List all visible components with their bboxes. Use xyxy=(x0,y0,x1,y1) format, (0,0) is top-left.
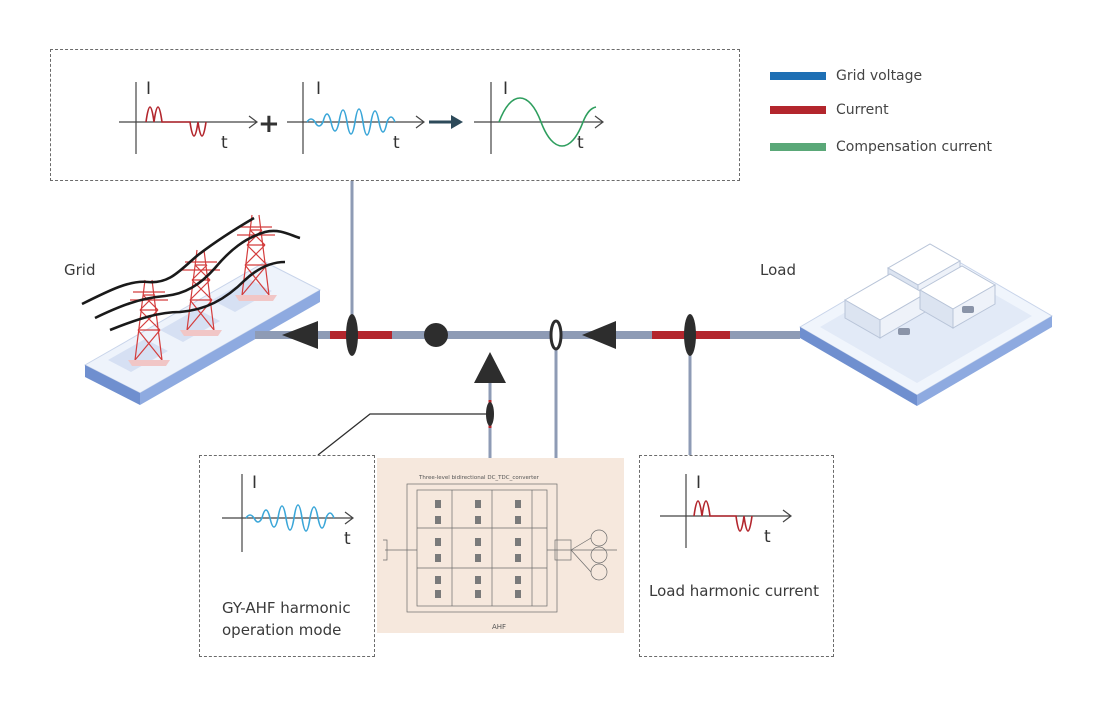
legend-swatch xyxy=(770,106,826,114)
ahf-caption-line2: operation mode xyxy=(222,621,342,639)
circuit-schematic-svg: Three-level bidirectional DC_TDC_convert… xyxy=(383,475,617,631)
legend-swatch xyxy=(770,143,826,151)
result-arrow-icon xyxy=(429,115,463,129)
injection-arrow-up-icon xyxy=(474,352,506,383)
axis-y-label: I xyxy=(146,79,151,99)
ahf-caption-line1: GY-AHF harmonic xyxy=(222,599,351,617)
load-caption: Load harmonic current xyxy=(649,582,819,600)
current-sensor-ring-icon xyxy=(549,319,563,351)
axis-y-label: I xyxy=(252,473,257,493)
grid-label: Grid xyxy=(64,261,96,279)
legend-label: Compensation current xyxy=(836,139,992,155)
legend-swatch xyxy=(770,72,826,80)
load-label: Load xyxy=(760,261,796,279)
legend-label: Grid voltage xyxy=(836,68,923,84)
bus-node-icon xyxy=(424,323,448,347)
axis-x-label: t xyxy=(344,529,351,549)
waveform-summary-panel: I t + I t I t xyxy=(50,49,740,181)
load-current-waveform xyxy=(693,500,753,532)
ahf-circuit-schematic: Three-level bidirectional DC_TDC_convert… xyxy=(377,458,624,633)
harmonic-waveform xyxy=(306,108,396,136)
legend-label: Current xyxy=(836,102,889,118)
axis-y-label: I xyxy=(316,79,321,99)
ahf-mode-panel: I t GY-AHF harmonic operation mode xyxy=(199,455,375,657)
plus-sign: + xyxy=(258,109,280,139)
axis-x-label: t xyxy=(393,133,400,153)
current-waveform xyxy=(145,106,207,137)
load-harmonic-panel: I t Load harmonic current xyxy=(639,455,834,657)
circuit-footer: AHF xyxy=(492,623,506,631)
compensated-sine-waveform xyxy=(498,97,597,147)
load-factory-platform xyxy=(799,243,1053,406)
ahf-waveform-svg: I t xyxy=(222,473,354,552)
current-sensor-icon xyxy=(346,314,358,356)
transmission-tower-icon xyxy=(128,214,277,366)
circuit-title: Three-level bidirectional DC_TDC_convert… xyxy=(418,475,540,481)
axis-x-label: t xyxy=(764,527,771,547)
connector-lines xyxy=(350,181,692,458)
flow-arrow-left-icon xyxy=(282,321,318,349)
leader-line xyxy=(317,413,490,456)
legend-grid-voltage: Grid voltage xyxy=(770,68,922,84)
ahf-harmonic-waveform xyxy=(245,504,335,532)
axis-x-label: t xyxy=(221,133,228,153)
axis-x-label: t xyxy=(577,133,584,153)
legend-current: Current xyxy=(770,102,889,118)
waveform-summary-svg: I t + I t I t xyxy=(119,79,604,154)
current-waveform-axes: I t xyxy=(119,79,258,154)
axis-y-label: I xyxy=(696,473,701,493)
current-sensor-icon xyxy=(684,314,696,356)
flow-arrow-left-icon xyxy=(582,321,616,349)
axis-y-label: I xyxy=(503,79,508,99)
power-lines xyxy=(81,216,301,332)
legend-compensation-current: Compensation current xyxy=(770,139,992,155)
harmonic-waveform-axes: I t xyxy=(287,79,425,154)
load-waveform-svg: I t xyxy=(660,473,792,548)
compensated-waveform-axes: I t xyxy=(474,79,604,154)
